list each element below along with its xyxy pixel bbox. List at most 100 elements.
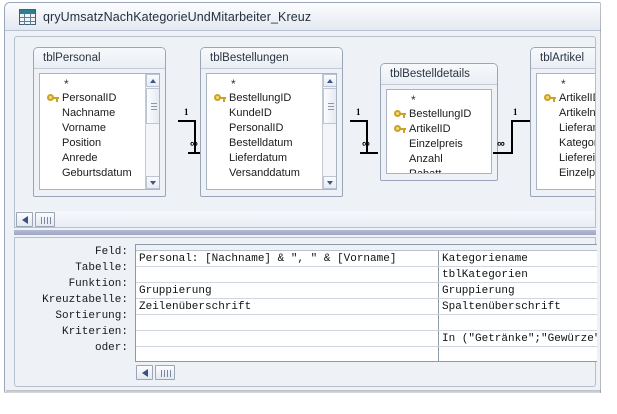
- grid-row-kreuztabelle[interactable]: Zeilenüberschrift Spaltenüberschrift: [136, 299, 597, 315]
- field-label: ArtikelID: [409, 123, 451, 135]
- grid-cell[interactable]: [136, 331, 439, 346]
- diagram-horizontal-scrollbar[interactable]: [14, 211, 596, 228]
- join-line-bestellungen-bestelldetails[interactable]: 1 ∞: [350, 109, 380, 169]
- field-row[interactable]: ArtikelnameX: [537, 106, 596, 121]
- field-row[interactable]: Bestelldatum: [207, 136, 336, 151]
- field-row[interactable]: Position: [40, 136, 159, 151]
- table-title: tblArtikel: [531, 48, 596, 69]
- table-field-list[interactable]: * ArtikelID ArtikelnameX LieferantID Kat…: [536, 73, 596, 190]
- field-list-scrollbar[interactable]: [322, 74, 336, 189]
- grid-row-label: Feld:: [15, 244, 134, 260]
- field-row[interactable]: Einzelpreis: [537, 166, 596, 181]
- primary-key-icon: [394, 110, 405, 119]
- scroll-up-arrow-icon[interactable]: [146, 74, 160, 87]
- grid-cell[interactable]: [439, 315, 597, 330]
- field-row[interactable]: *: [207, 77, 336, 91]
- scroll-down-arrow-icon[interactable]: [323, 176, 337, 189]
- scrollbar-thumb[interactable]: [146, 88, 160, 124]
- grid-row-oder[interactable]: [136, 347, 597, 362]
- torn-edge-bottom: [0, 393, 617, 400]
- grid-row-label: Kreuztabelle:: [15, 292, 134, 308]
- table-title: tblBestelldetails: [381, 64, 497, 85]
- grid-row-tabelle[interactable]: tblKategorien: [136, 267, 597, 283]
- query-design-grid-pane[interactable]: Feld: Tabelle: Funktion: Kreuztabelle: S…: [14, 237, 596, 387]
- field-row[interactable]: Nachname: [40, 106, 159, 121]
- field-row[interactable]: *: [40, 77, 159, 91]
- grid-cell[interactable]: Gruppierung: [439, 283, 597, 298]
- scroll-up-arrow-icon[interactable]: [323, 74, 337, 87]
- field-row[interactable]: PersonalID: [207, 121, 336, 136]
- field-row[interactable]: Rabatt: [387, 167, 491, 174]
- table-box-tblPersonal[interactable]: tblPersonal * PersonalID Nachname Vornam…: [33, 47, 166, 197]
- primary-key-icon: [214, 94, 225, 103]
- grid-cell[interactable]: Zeilenüberschrift: [136, 299, 439, 314]
- grid-cell[interactable]: [136, 347, 439, 362]
- grid-row-feld[interactable]: Personal: [Nachname] & ", " & [Vorname] …: [136, 251, 597, 267]
- grid-cell[interactable]: [136, 267, 439, 282]
- field-row[interactable]: KategorieID: [537, 136, 596, 151]
- grid-columns-area[interactable]: Personal: [Nachname] & ", " & [Vorname] …: [135, 244, 597, 362]
- grid-row-kriterien[interactable]: In ("Getränke";"Gewürze"): [136, 331, 597, 347]
- join-many-label: ∞: [190, 140, 198, 148]
- field-row[interactable]: Liefereinheit: [537, 151, 596, 166]
- scrollbar-thumb[interactable]: [323, 88, 337, 124]
- grid-horizontal-scrollbar[interactable]: [135, 364, 597, 381]
- join-one-label: 1: [513, 107, 518, 117]
- field-label: BestellungID: [229, 92, 291, 104]
- field-row[interactable]: PersonalID: [40, 91, 159, 106]
- window-titlebar: qryUmsatzNachKategorieUndMitarbeiter_Kre…: [5, 3, 603, 31]
- grid-row-label: Tabelle:: [15, 260, 134, 276]
- field-row[interactable]: KundeID: [207, 106, 336, 121]
- table-box-tblBestelldetails[interactable]: tblBestelldetails * BestellungID Artikel…: [380, 63, 498, 181]
- table-box-tblArtikel[interactable]: tblArtikel * ArtikelID ArtikelnameX Lief…: [530, 47, 596, 197]
- field-row[interactable]: Geburtsdatum: [40, 166, 159, 181]
- field-row[interactable]: ArtikelID: [387, 122, 491, 137]
- grid-row-funktion[interactable]: Gruppierung Gruppierung: [136, 283, 597, 299]
- grid-cell[interactable]: Spaltenüberschrift: [439, 299, 597, 314]
- field-row[interactable]: Vorname: [40, 121, 159, 136]
- page-title: qryUmsatzNachKategorieUndMitarbeiter_Kre…: [43, 10, 311, 24]
- primary-key-icon: [47, 94, 58, 103]
- field-row[interactable]: BestellungID: [207, 91, 336, 106]
- join-one-label: 1: [356, 107, 361, 117]
- field-row[interactable]: LieferantID: [537, 121, 596, 136]
- table-field-list[interactable]: * PersonalID Nachname Vorname Position A…: [39, 73, 160, 190]
- grid-row-sortierung[interactable]: [136, 315, 597, 331]
- grid-cell[interactable]: tblKategorien: [439, 267, 597, 282]
- join-many-label: ∞: [497, 140, 505, 148]
- grid-cell[interactable]: In ("Getränke";"Gewürze"): [439, 331, 597, 346]
- field-row[interactable]: *: [387, 93, 491, 107]
- pane-splitter[interactable]: [14, 229, 596, 235]
- scrollbar-thumb[interactable]: [35, 212, 55, 227]
- field-row[interactable]: Lieferdatum: [207, 151, 336, 166]
- grid-cell[interactable]: Kategoriename: [439, 251, 597, 266]
- query-datasheet-icon: [19, 9, 36, 25]
- field-row[interactable]: *: [537, 77, 596, 91]
- grid-cell[interactable]: [136, 315, 439, 330]
- grid-cell[interactable]: [439, 347, 597, 362]
- grid-row-label: Sortierung:: [15, 308, 134, 324]
- field-label: BestellungID: [409, 108, 471, 120]
- table-title: tblBestellungen: [201, 48, 342, 69]
- join-line-artikel-bestelldetails[interactable]: 1 ∞: [499, 109, 533, 169]
- table-box-tblBestellungen[interactable]: tblBestellungen * BestellungID KundeID P…: [200, 47, 343, 197]
- field-list-scrollbar[interactable]: [145, 74, 159, 189]
- field-row[interactable]: BestellungID: [387, 107, 491, 122]
- scroll-left-arrow-icon[interactable]: [16, 212, 33, 227]
- field-row[interactable]: Versanddatum: [207, 166, 336, 181]
- field-row[interactable]: ArtikelID: [537, 91, 596, 106]
- scroll-down-arrow-icon[interactable]: [146, 176, 160, 189]
- scrollbar-thumb[interactable]: [155, 365, 175, 380]
- query-diagram-pane[interactable]: tblPersonal * PersonalID Nachname Vornam…: [14, 36, 596, 220]
- table-field-list[interactable]: * BestellungID ArtikelID Einzelpreis Anz…: [386, 89, 492, 174]
- table-field-list[interactable]: * BestellungID KundeID PersonalID Bestel…: [206, 73, 337, 190]
- scroll-left-arrow-icon[interactable]: [136, 365, 153, 380]
- grid-cell[interactable]: Gruppierung: [136, 283, 439, 298]
- field-row[interactable]: Anrede: [40, 151, 159, 166]
- grid-cell[interactable]: Personal: [Nachname] & ", " & [Vorname]: [136, 251, 439, 266]
- field-label: ArtikelID: [559, 92, 596, 104]
- join-one-label: 1: [184, 107, 189, 117]
- field-row[interactable]: Einzelpreis: [387, 137, 491, 152]
- table-title: tblPersonal: [34, 48, 165, 69]
- field-row[interactable]: Anzahl: [387, 152, 491, 167]
